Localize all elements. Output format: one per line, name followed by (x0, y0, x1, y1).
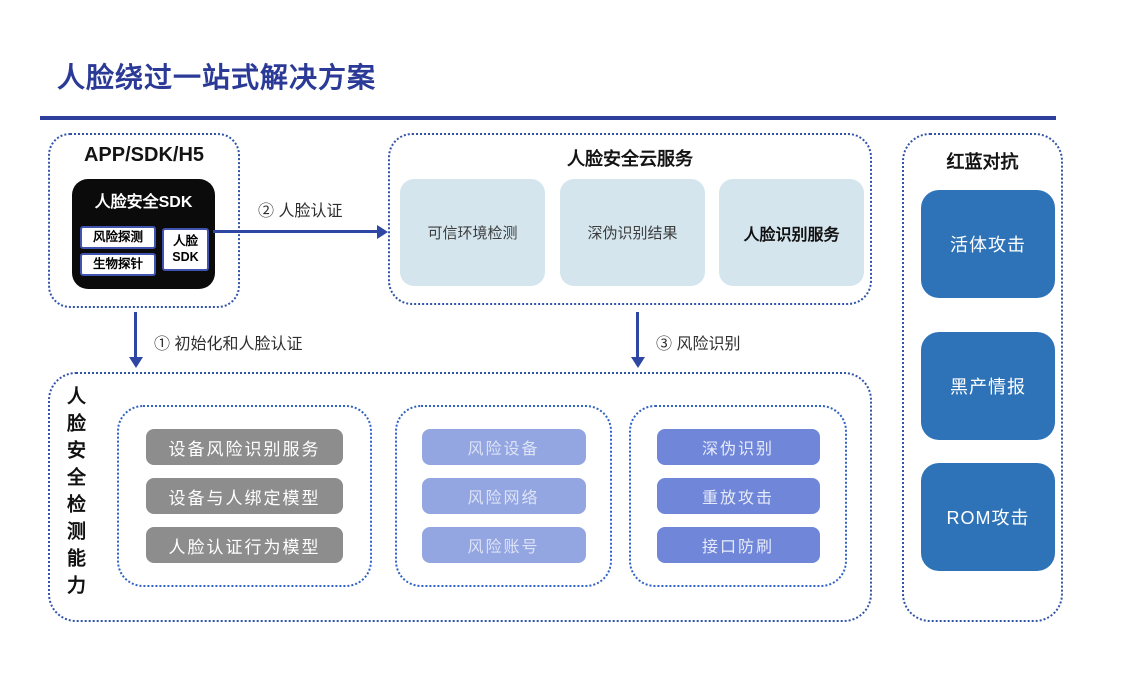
detection-box-side-label: 人脸安全检测能力 (64, 386, 85, 602)
arrow-step1-line (134, 312, 137, 358)
face-security-sdk-box: 人脸安全SDK 风险探测 生物探针 人脸SDK (72, 179, 215, 289)
arrow-step2-head-icon (377, 225, 388, 239)
risk-entity-group-box: 风险设备 风险网络 风险账号 (395, 405, 612, 587)
pill-risk-detect: 风险探测 (80, 226, 156, 249)
face-security-detection-box: 人脸安全检测能力 设备风险识别服务 设备与人绑定模型 人脸认证行为模型 风险设备… (48, 372, 872, 622)
rb-item-liveness-attack: 活体攻击 (921, 190, 1055, 298)
title-underline (40, 116, 1056, 120)
rb-item-blackmarket-intel: 黑产情报 (921, 332, 1055, 440)
arrow-step2-line (213, 230, 379, 233)
rb-item-rom-attack: ROM攻击 (921, 463, 1055, 571)
app-box-title: APP/SDK/H5 (83, 144, 205, 166)
sdk-box-title: 人脸安全SDK (94, 194, 193, 211)
device-risk-group-box: 设备风险识别服务 设备与人绑定模型 人脸认证行为模型 (117, 405, 372, 587)
pill-bio-probe: 生物探针 (80, 253, 156, 276)
arrow-step2-label: ② 人脸认证 (258, 203, 343, 220)
pill-face-sdk: 人脸SDK (162, 228, 209, 271)
chip-replay-attack: 重放攻击 (656, 478, 820, 514)
cloud-box-title: 人脸安全云服务 (567, 149, 693, 169)
redblue-box-title: 红蓝对抗 (946, 152, 1019, 172)
arrow-step1-head-icon (129, 357, 143, 368)
cloud-item-trusted-env: 可信环境检测 (400, 179, 545, 286)
arrow-step3-line (636, 312, 639, 358)
cloud-item-face-recognition: 人脸识别服务 (719, 179, 864, 286)
cloud-item-deepfake-result: 深伪识别结果 (560, 179, 705, 286)
page-title: 人脸绕过一站式解决方案 (57, 62, 377, 93)
chip-deepfake-detect: 深伪识别 (656, 429, 820, 465)
chip-device-risk-service: 设备风险识别服务 (146, 429, 343, 465)
chip-risk-network: 风险网络 (421, 478, 586, 514)
chip-device-person-binding: 设备与人绑定模型 (146, 478, 343, 514)
red-blue-confrontation-box: 红蓝对抗 活体攻击 黑产情报 ROM攻击 (902, 133, 1063, 622)
arrow-step3-head-icon (631, 357, 645, 368)
attack-defense-group-box: 深伪识别 重放攻击 接口防刷 (629, 405, 847, 587)
face-security-cloud-box: 人脸安全云服务 可信环境检测 深伪识别结果 人脸识别服务 (388, 133, 872, 305)
app-sdk-h5-box: APP/SDK/H5 人脸安全SDK 风险探测 生物探针 人脸SDK (48, 133, 240, 308)
arrow-step3-label: ③ 风险识别 (656, 336, 741, 353)
chip-face-auth-behavior: 人脸认证行为模型 (146, 527, 343, 563)
arrow-step1-label: ① 初始化和人脸认证 (154, 336, 303, 353)
chip-risk-device: 风险设备 (421, 429, 586, 465)
chip-risk-account: 风险账号 (421, 527, 586, 563)
chip-api-antibrush: 接口防刷 (656, 527, 820, 563)
